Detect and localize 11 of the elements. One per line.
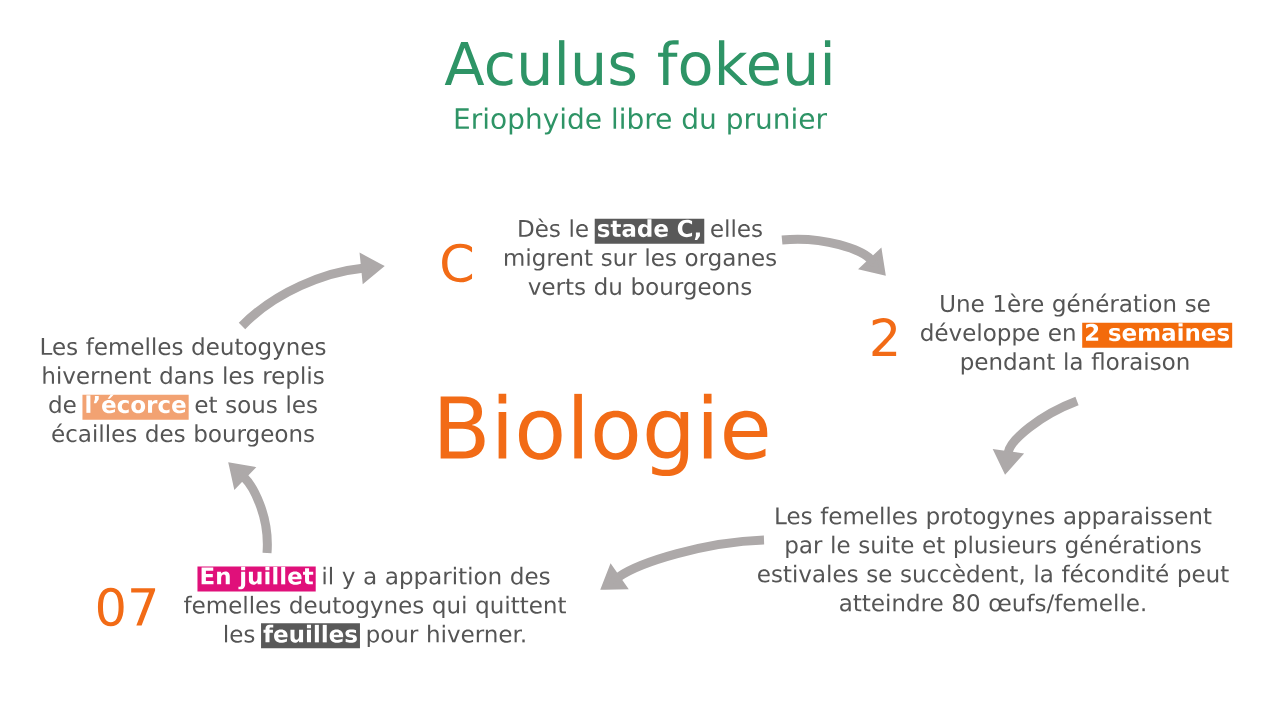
step-number: C — [442, 243, 473, 283]
step-description: Les femelles protogynes apparaissent par le suite et plusieurs générations estivales se succèdent, la fécondité peut atteindre 80 œufs/femelle. — [758, 506, 1229, 614]
title: Aculus fokeui — [444, 40, 831, 86]
step-description: En juillet il y a apparition des femelles deutogynes qui quittent les feuilles pour hiverner. — [184, 566, 566, 648]
step-number: 2 — [872, 318, 897, 356]
section-heading: Biologie — [440, 393, 768, 477]
step-number: 07 — [97, 587, 156, 627]
step-description: Une 1ère génération se développe en 2 semaines pendant la floraison — [921, 293, 1230, 375]
step-description: Dès le stade C, elles migrent sur les organes verts du bourgeons — [505, 218, 776, 300]
step-description: Les femelles deutogynes hivernent dans les replis de l’écorce et sous les écailles des bourgeons — [41, 337, 326, 447]
subtitle: Eriophyide libre du prunier — [455, 107, 827, 135]
